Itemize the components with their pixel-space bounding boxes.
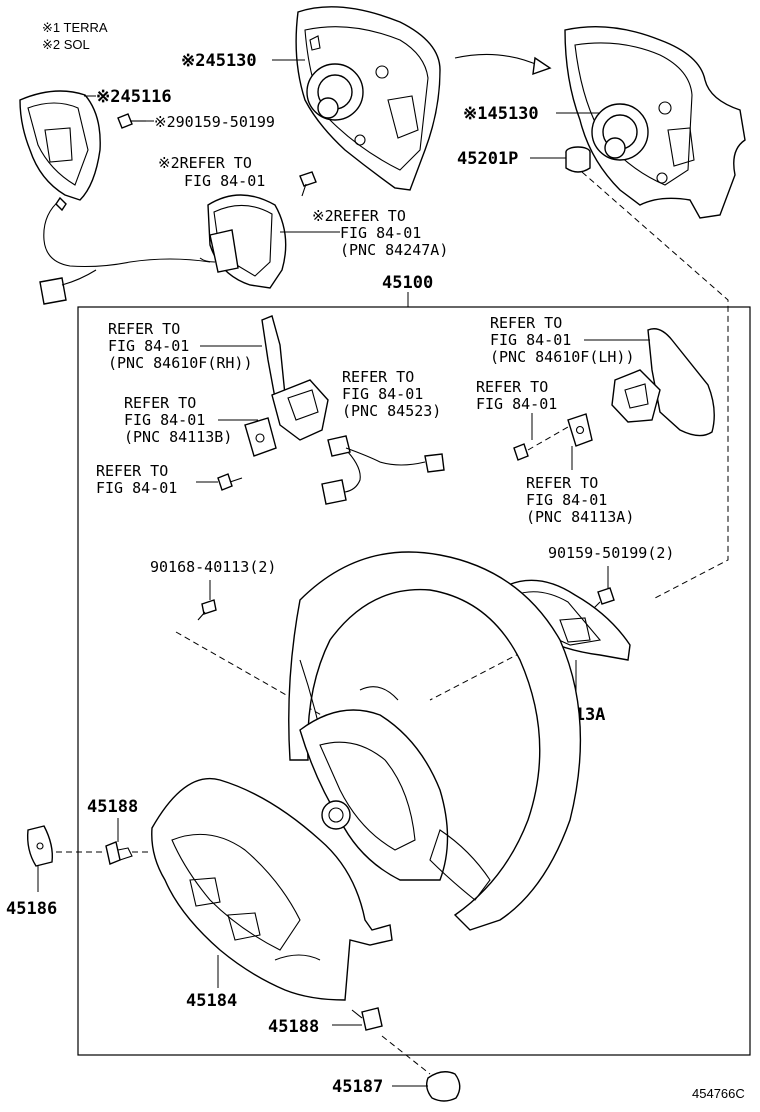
airbag-terra-drawing [564,26,746,219]
ref-84523-line2: FIG 84-01 [342,385,423,403]
bracket-84113b-drawing [244,417,277,457]
screw-top-drawing [299,171,317,197]
ref-top-2-line1: ※2REFER TO [312,207,406,225]
ref-rh-line2: FIG 84-01 [108,337,189,355]
bolt-left-drawing [217,473,243,491]
ref-bolt-right-line1: REFER TO [476,378,548,396]
label-90159-top: ※290159-50199 [154,113,275,131]
ref-rh-line3: (PNC 84610F(RH)) [108,354,253,372]
label-90159-mid: 90159-50199(2) [548,544,674,562]
ref-84113b-line1: REFER TO [124,394,196,412]
label-45130-sol: ※245130 [181,51,257,71]
ref-top-2-line3: (PNC 84247A) [340,241,448,259]
cover-45184-drawing [151,777,393,1001]
cover-45116-drawing [19,90,211,305]
bracket-84113a-drawing [567,413,593,447]
note-sol: ※2 SOL [42,37,90,52]
screw-90159-mid-drawing [593,587,615,609]
ref-rh-line1: REFER TO [108,320,180,338]
pad-45201p-drawing [565,146,591,173]
paddle-rh-drawing [261,315,329,441]
screw-90168-drawing [197,599,217,621]
ref-bolt-left-line1: REFER TO [96,462,168,480]
ref-84523-line1: REFER TO [342,368,414,386]
ref-lh-line2: FIG 84-01 [490,331,571,349]
label-45100: 45100 [382,273,433,293]
label-45188-bottom: 45188 [268,1017,319,1037]
assembly-frame [77,306,751,1056]
ref-top-1-line1: ※2REFER TO [158,154,252,172]
dashed-link-45713a [429,647,531,701]
paddle-lh-drawing [611,328,715,437]
ref-84113a-line3: (PNC 84113A) [526,508,634,526]
bolt-right-drawing [513,419,581,461]
dashed-link-pad [581,171,729,599]
label-90168: 90168-40113(2) [150,558,276,576]
steering-wheel-drawing [288,551,582,931]
ref-bolt-right-line2: FIG 84-01 [476,395,557,413]
arrow-drawing [454,53,541,67]
ref-top-2-line2: FIG 84-01 [340,224,421,242]
clip-45188-top-drawing [105,841,133,865]
label-45201p: 45201P [457,149,518,169]
screw-45188-bottom-drawing [351,1007,383,1031]
harness-84523-drawing [321,435,445,505]
ref-84523-line3: (PNC 84523) [342,402,441,420]
label-45184: 45184 [186,991,237,1011]
ref-lh-line1: REFER TO [490,314,562,332]
plate-45186-drawing [26,825,54,867]
ref-84113a-line2: FIG 84-01 [526,491,607,509]
drawing-number: 454766C [692,1086,745,1101]
ref-bolt-left-line2: FIG 84-01 [96,479,177,497]
dashed-link-45187 [381,1035,431,1075]
ref-84113b-line2: FIG 84-01 [124,411,205,429]
label-45187: 45187 [332,1077,383,1097]
label-45130-terra: ※145130 [463,104,539,124]
label-45116: ※245116 [96,87,172,107]
note-terra: ※1 TERRA [42,20,108,35]
cap-45187-drawing [425,1071,461,1102]
ref-84113b-line3: (PNC 84113B) [124,428,232,446]
ref-lh-line3: (PNC 84610F(LH)) [490,348,635,366]
ref-top-1-line2: FIG 84-01 [184,172,265,190]
label-45186: 45186 [6,899,57,919]
label-45188-top: 45188 [87,797,138,817]
switch-cover-drawing [199,194,287,289]
ref-84113a-line1: REFER TO [526,474,598,492]
airbag-sol-drawing [295,6,441,191]
